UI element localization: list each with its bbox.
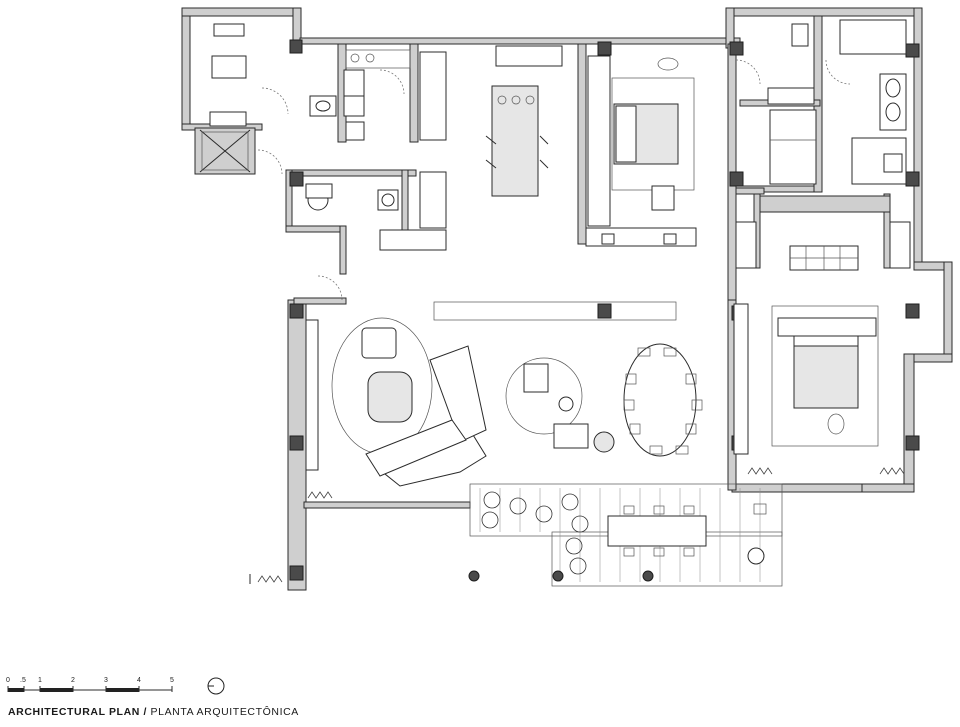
entry-markers: [249, 574, 283, 584]
scale-label-0: 0: [6, 677, 10, 684]
caption-subtitle: PLANTA ARQUITECTÔNICA: [150, 706, 299, 718]
exterior-walls: [181, 7, 953, 591]
caption-separator: /: [143, 706, 147, 718]
caption-title: ARCHITECTURAL PLAN: [8, 706, 140, 718]
plan-caption: ARCHITECTURAL PLAN / PLANTA ARQUITECTÔNI…: [8, 706, 299, 718]
scale-label-1: 1: [38, 677, 42, 684]
scale-label-2: 2: [71, 677, 75, 684]
living-room: [305, 301, 703, 499]
kitchen-dining: [419, 45, 563, 229]
scale-label-half: .5: [20, 677, 26, 684]
master-bedroom: [733, 221, 911, 475]
scale-label-3: 3: [104, 677, 108, 684]
terrace: [468, 483, 783, 587]
right-bathrooms: [735, 19, 907, 185]
north-arrow-icon: [207, 677, 225, 695]
scale-label-4: 4: [137, 677, 141, 684]
scale-label-5: 5: [170, 677, 174, 684]
service-rooms: [199, 23, 447, 301]
bedroom-top: [585, 55, 697, 247]
scale-bar: 0 .5 1 2 3 4 5: [6, 677, 174, 692]
